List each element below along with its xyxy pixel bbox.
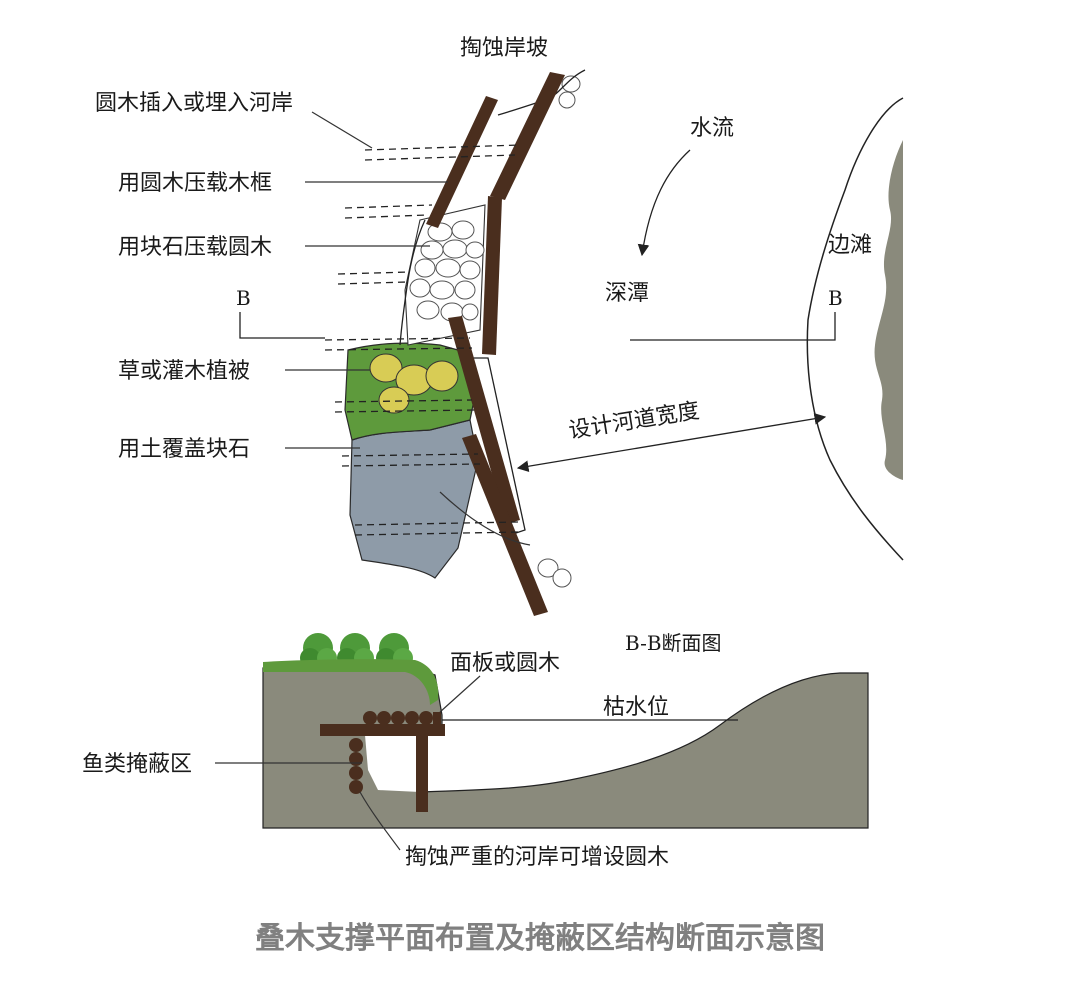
label-panel-or-log: 面板或圆木: [450, 651, 560, 676]
shelter-water: [365, 735, 420, 792]
label-low-water: 枯水位: [603, 695, 669, 720]
vegetation-zone: [344, 342, 479, 579]
section-view: B-B断面图: [82, 631, 869, 870]
label-section-title: B-B断面图: [625, 631, 722, 655]
label-soil-cover: 用土覆盖块石: [118, 437, 250, 462]
label-log-insert: 圆木插入或埋入河岸: [95, 91, 293, 116]
label-log-press-frame: 用圆木压载木框: [118, 171, 272, 196]
section-leaders: [215, 675, 481, 851]
design-width-arrow: [516, 412, 827, 473]
label-vegetation: 草或灌木植被: [118, 359, 250, 384]
label-deep-pool: 深潭: [605, 281, 649, 306]
label-water-flow: 水流: [690, 116, 734, 141]
label-erosion-bank: 掏蚀岸坡: [460, 36, 548, 61]
stone-pile: [404, 75, 581, 588]
grass-top: [263, 659, 439, 705]
water-flow-arrow: [637, 149, 691, 257]
label-side-beach: 边滩: [828, 233, 872, 258]
label-stone-press-log: 用块石压载圆木: [118, 235, 272, 260]
plan-leaders: [285, 111, 531, 546]
buried-log-dashes: [324, 144, 521, 536]
timber-frame: [426, 72, 565, 616]
label-extra-logs: 掏蚀严重的河岸可增设圆木: [405, 845, 669, 870]
label-section-b-left: B: [236, 286, 251, 310]
section-cut-line: [239, 312, 836, 341]
section-timber: [320, 711, 445, 812]
figure-caption: 叠木支撑平面布置及掩蔽区结构断面示意图: [255, 921, 825, 956]
side-beach-bank: [806, 97, 904, 561]
label-design-width: 设计河道宽度: [567, 399, 701, 444]
label-fish-shelter: 鱼类掩蔽区: [82, 752, 192, 777]
label-section-b-right: B: [828, 286, 843, 310]
plan-view: 掏蚀岸坡 圆木插入或埋入河岸 用圆木压载木框 用块石压载圆木 草或灌木植被 用土…: [95, 36, 904, 616]
